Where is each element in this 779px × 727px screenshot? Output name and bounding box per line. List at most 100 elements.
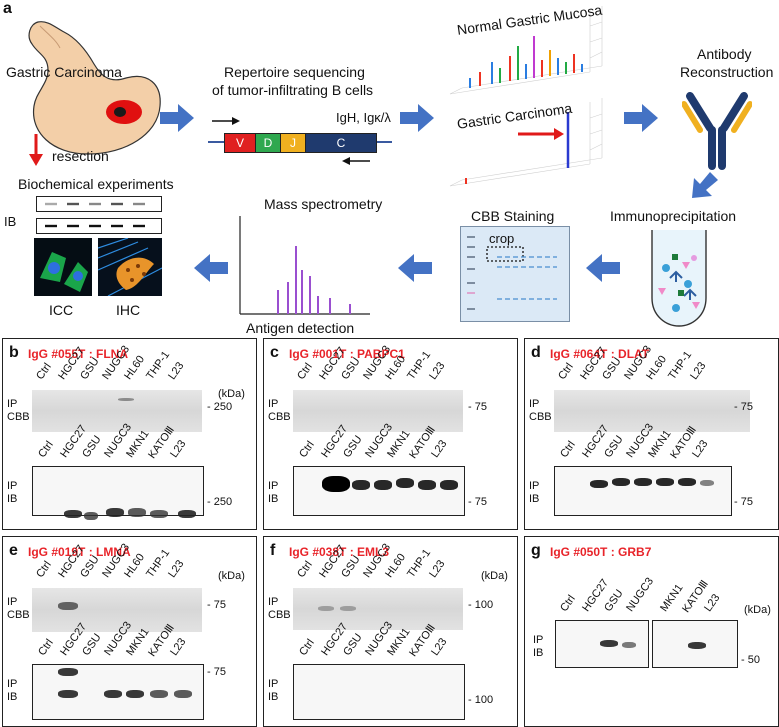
panel-e-title: IgG #019T : LMNA [28, 545, 131, 559]
panel-a-letter: a [3, 0, 12, 17]
band [106, 508, 124, 517]
flow-arrow-3 [624, 104, 658, 132]
band [126, 690, 144, 698]
biochem-label: Biochemical experiments [18, 176, 174, 192]
band [612, 478, 630, 486]
panel-e-kda: (kDa) [218, 570, 245, 582]
ihc-image [98, 238, 162, 296]
panel-d-letter: d [531, 344, 541, 361]
panel-b-mw-marker: - 250 [207, 496, 233, 508]
carcinoma-plot [449, 98, 603, 187]
band [58, 602, 78, 610]
panel-c-cbb-gel [293, 390, 463, 432]
antigen-detection-label: Antigen detection [246, 320, 355, 336]
flow-arrow-2 [400, 104, 434, 132]
panel-c-mw-marker: - 75 [468, 401, 487, 413]
band [58, 690, 78, 698]
repertoire-line2: of tumor-infiltrating B cells [212, 82, 374, 98]
antibody-line1: Antibody [697, 46, 752, 62]
band [150, 510, 168, 518]
ihc-label: IHC [116, 302, 141, 318]
repertoire-line1: Repertoire sequencing [224, 64, 365, 80]
panel-e-cbb-gel [32, 588, 202, 632]
igh-label: IgH, Igκ/λ [336, 110, 391, 125]
resection-arrow [29, 134, 43, 166]
band [622, 642, 636, 648]
panel-b-mw-marker: - 250 [207, 401, 233, 413]
panel-c-side-ip: IP [268, 398, 279, 410]
gastric-carcinoma-label: Gastric Carcinoma [6, 64, 122, 80]
band [58, 668, 78, 676]
band [128, 508, 146, 517]
panel-b-ib-blot [32, 466, 204, 516]
panel-b-side-ip: IP [7, 398, 18, 410]
panel-e-side-ip: IP [7, 596, 18, 608]
panel-d-cbb-gel [554, 390, 750, 432]
tube-icon [651, 230, 707, 327]
panel-e-letter: e [9, 542, 18, 559]
band [150, 690, 168, 698]
panel-g-side-ib: IB [533, 647, 544, 659]
flow-arrow-1 [160, 104, 194, 132]
band [104, 690, 122, 698]
panel-g-side-ip: IP [533, 634, 544, 646]
flow-arrow-4 [692, 172, 718, 198]
primer-reverse-arrow [342, 157, 370, 165]
panel-b-cbb-gel [32, 390, 202, 432]
panel-d-side-cbb: CBB [529, 411, 552, 423]
panel-d-ib-blot [554, 466, 732, 516]
panel-b-side-cbb: CBB [7, 411, 30, 423]
immunoprecipitation-label: Immunoprecipitation [610, 208, 737, 224]
cbb-gel [460, 226, 570, 322]
panel-f-side-ib: IB [268, 691, 279, 703]
panel-d-title: IgG #064T : DLAT [550, 347, 650, 361]
segment-d: D [255, 133, 281, 153]
panel-b-kda: (kDa) [218, 388, 245, 400]
panel-d-mw-marker: - 75 [734, 401, 753, 413]
panel-f-kda: (kDa) [481, 570, 508, 582]
panel-d-mw-marker: - 75 [734, 496, 753, 508]
band [656, 478, 674, 486]
panel-e-side-ip: IP [7, 678, 18, 690]
band [418, 480, 436, 490]
panel-c-mw-marker: - 75 [468, 496, 487, 508]
band [374, 480, 392, 490]
band [64, 510, 82, 518]
panel-d-side-ib: IB [529, 493, 540, 505]
panel-e-mw-marker: - 75 [207, 599, 226, 611]
band [634, 478, 652, 486]
stomach-illustration [28, 21, 161, 155]
cbb-staining-label: CBB Staining [471, 208, 555, 224]
panel-c-title: IgG #001T : PABPC1 [289, 347, 405, 361]
band [340, 606, 356, 611]
mass-spec-plot [239, 216, 370, 315]
band [688, 642, 706, 649]
panel-g-mw-marker: - 50 [741, 654, 760, 666]
panel-c-side-ip: IP [268, 480, 279, 492]
panel-f-side-ip: IP [268, 596, 279, 608]
flow-arrow-7 [194, 254, 228, 282]
icc-image [34, 238, 92, 296]
band [352, 480, 370, 490]
panel-c-side-cbb: CBB [268, 411, 291, 423]
panel-f-mw-marker: - 100 [468, 599, 494, 611]
panel-c-ib-blot [293, 466, 465, 516]
panel-e-side-ib: IB [7, 691, 18, 703]
band [178, 510, 196, 518]
band [440, 480, 458, 490]
panel-f-title: IgG #038T : EML3 [289, 545, 390, 559]
panel-c-letter: c [270, 344, 279, 361]
flow-arrow-6 [398, 254, 432, 282]
ib-label: IB [4, 214, 17, 229]
panel-d-side-ip: IP [529, 480, 540, 492]
band [600, 640, 618, 647]
band [678, 478, 696, 486]
band [322, 476, 350, 492]
panel-f-letter: f [270, 542, 276, 559]
band [396, 478, 414, 488]
panel-b-letter: b [9, 344, 19, 361]
segment-v: V [224, 133, 256, 153]
crop-label: crop [489, 231, 515, 246]
band [318, 606, 334, 611]
panel-b-side-ip: IP [7, 480, 18, 492]
